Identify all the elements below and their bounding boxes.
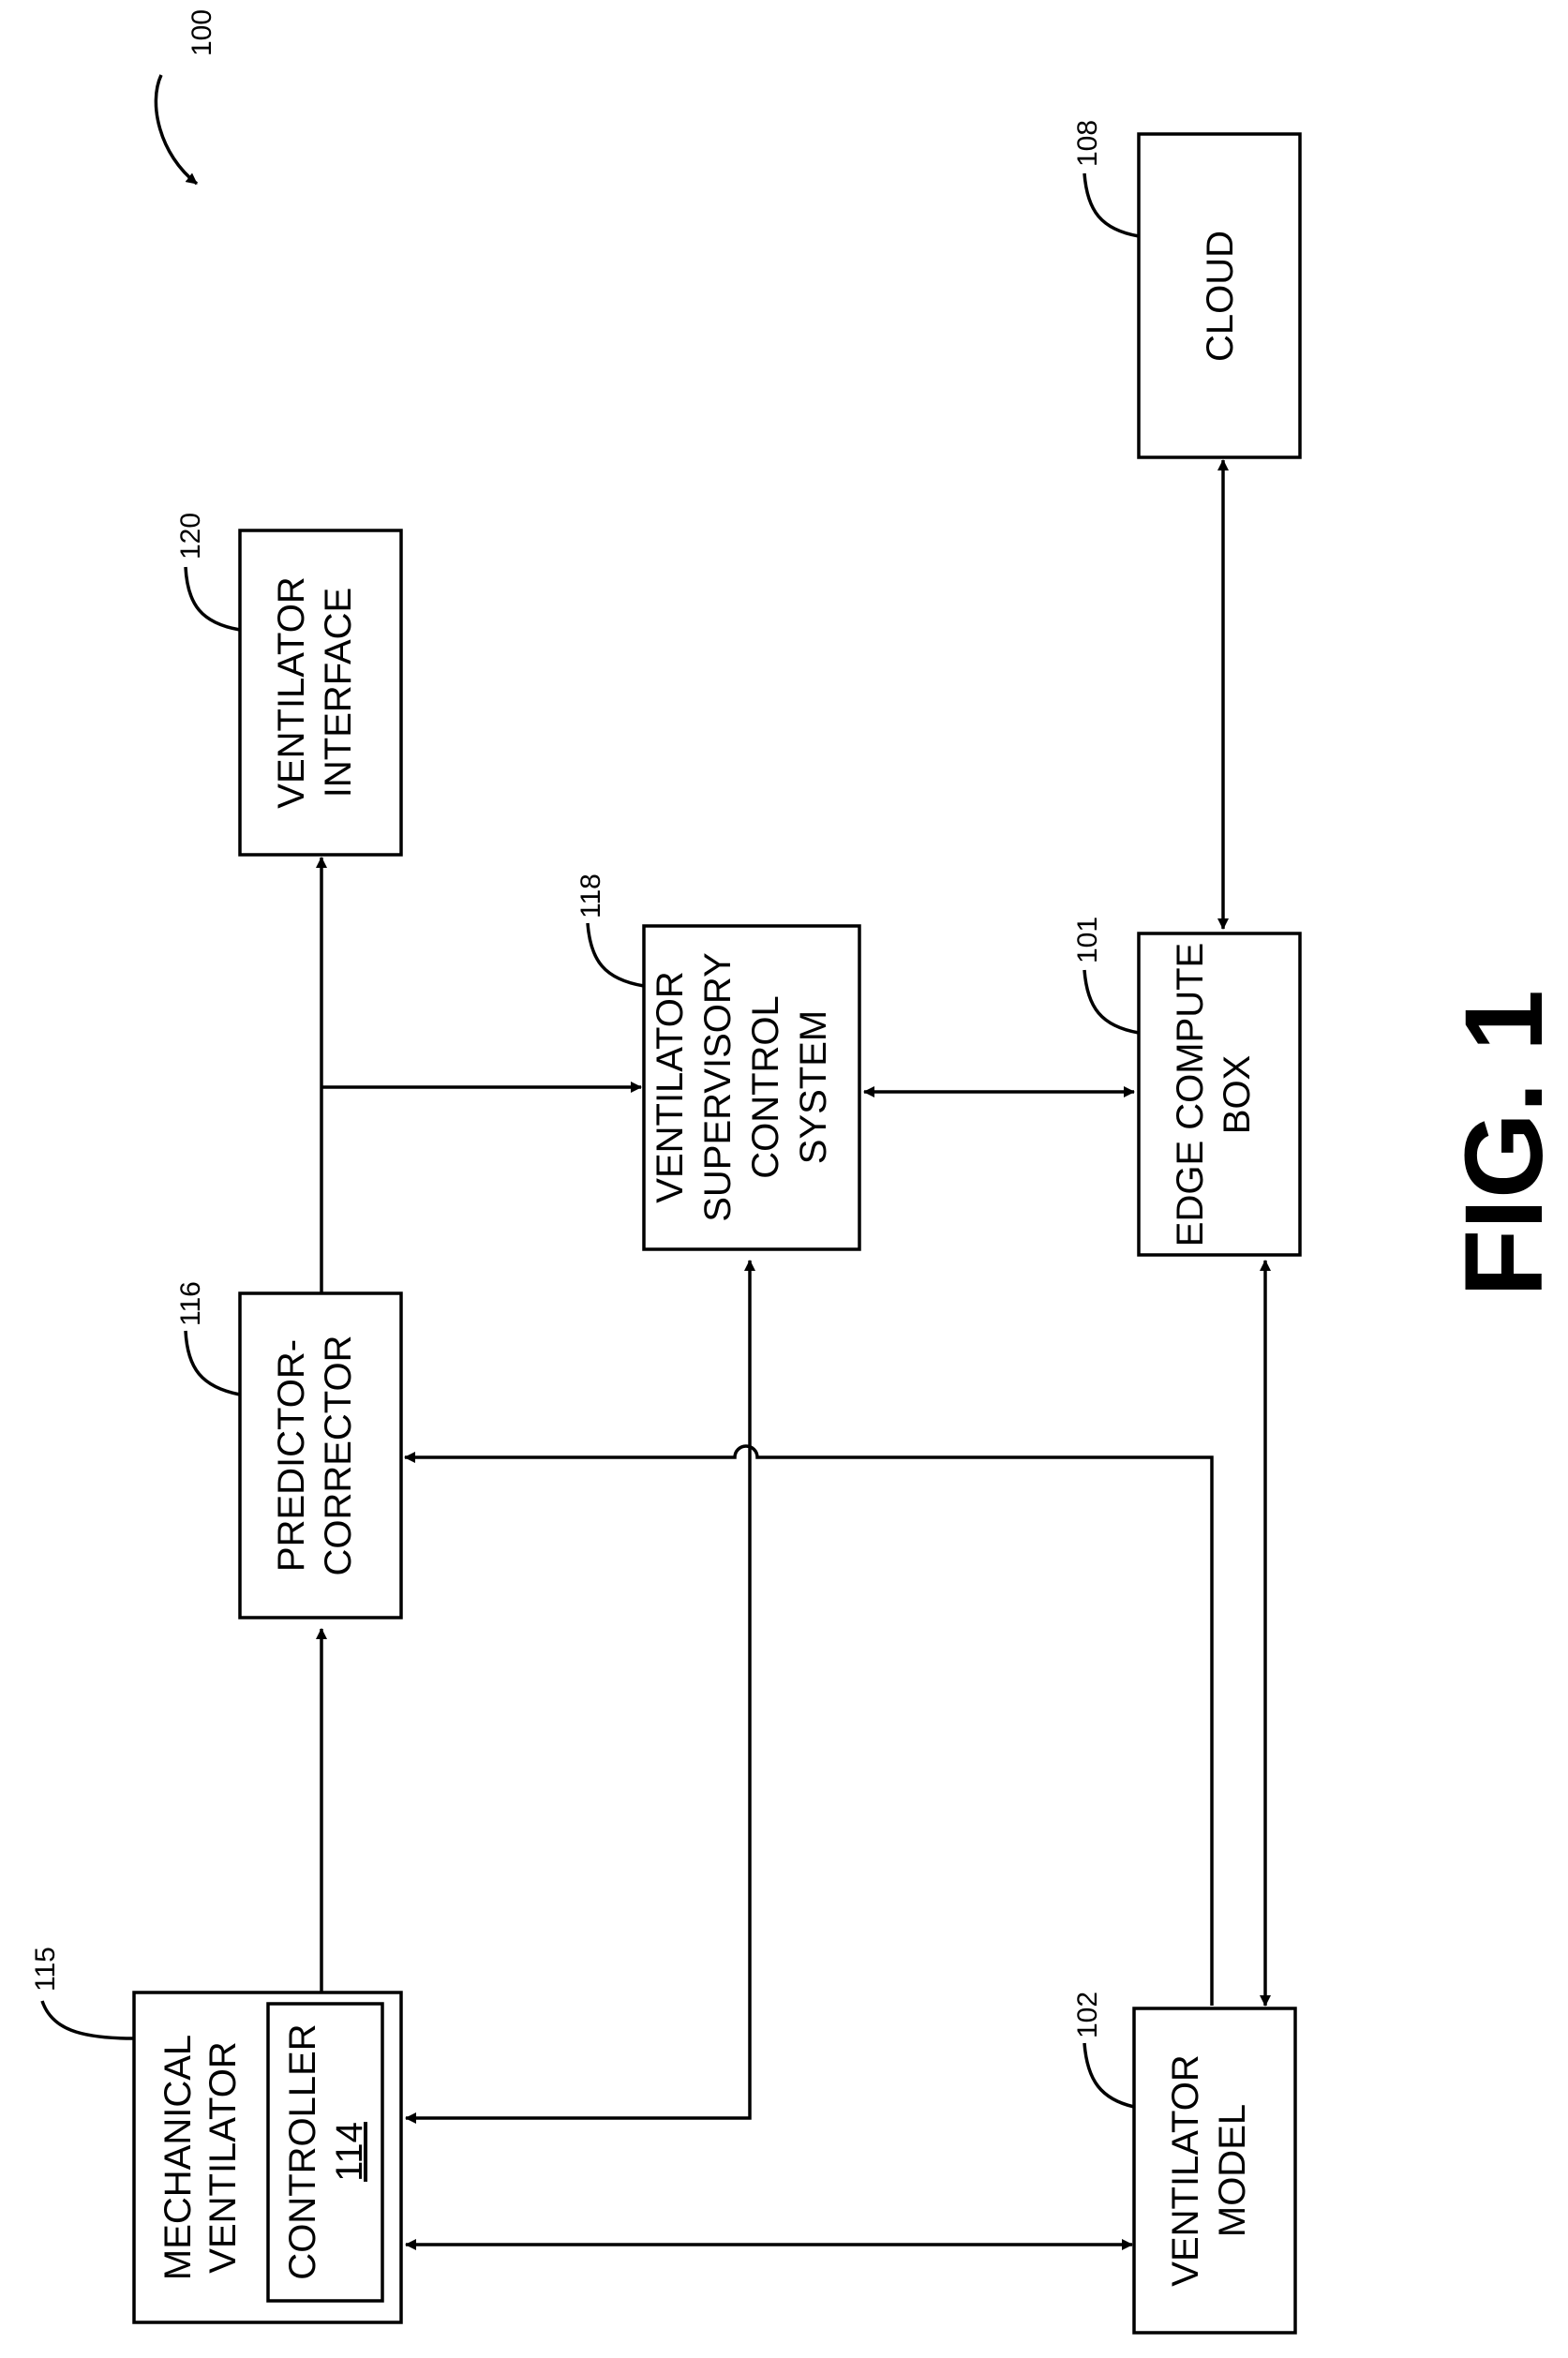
mechanical-ventilator-label-line1: MECHANICAL [157, 2035, 199, 2280]
block-ventilator-model: VENTILATOR MODEL 102 [1072, 1992, 1295, 2333]
block-ventilator-interface: VENTILATOR INTERFACE 120 [175, 513, 401, 855]
block-supervisory-control: VENTILATOR SUPERVISORY CONTROL SYSTEM 11… [575, 873, 859, 1249]
controller-number: 114 [329, 2122, 370, 2182]
supervisory-label-line1: VENTILATOR [650, 971, 691, 1202]
controller-label: CONTROLLER [282, 2023, 323, 2279]
predictor-corrector-label-line1: PREDICTOR- [271, 1339, 312, 1572]
cloud-label: CLOUD [1200, 231, 1241, 362]
ventilator-interface-label-line1: VENTILATOR [271, 576, 312, 808]
block-controller: CONTROLLER 114 [268, 2004, 382, 2301]
mechanical-ventilator-leader [42, 2001, 134, 2038]
figure-caption: FIG. 1 [1442, 990, 1566, 1297]
arrow-supervisory-to-mechanical [406, 1261, 750, 2118]
ventilator-interface-leader [186, 567, 240, 630]
ventilator-model-label-line1: VENTILATOR [1165, 2054, 1206, 2286]
figure-ref-arrow [156, 75, 197, 184]
arrow-model-to-predictor [405, 1446, 1212, 2006]
mechanical-ventilator-label-line2: VENTILATOR [202, 2041, 244, 2273]
supervisory-label-line3: CONTROL [745, 995, 786, 1179]
ventilator-model-ref: 102 [1072, 1992, 1103, 2038]
edge-compute-leader [1084, 970, 1139, 1033]
cloud-ref: 108 [1072, 120, 1103, 167]
block-mechanical-ventilator: MECHANICAL VENTILATOR CONTROLLER 114 115 [30, 1947, 401, 2322]
block-edge-compute-box: EDGE COMPUTE BOX 101 [1072, 917, 1300, 1255]
figure-ref-label: 100 [187, 9, 217, 56]
edge-compute-ref: 101 [1072, 917, 1103, 963]
edge-compute-label-line1: EDGE COMPUTE [1170, 943, 1211, 1246]
predictor-corrector-label-line2: CORRECTOR [318, 1335, 359, 1575]
predictor-corrector-ref: 116 [175, 1281, 206, 1326]
supervisory-label-line4: SYSTEM [793, 1010, 834, 1164]
supervisory-ref: 118 [575, 873, 606, 918]
block-cloud: CLOUD 108 [1072, 120, 1300, 457]
ventilator-model-leader [1084, 2043, 1134, 2107]
cloud-leader [1084, 173, 1139, 236]
supervisory-label-line2: SUPERVISORY [697, 952, 739, 1222]
block-predictor-corrector: PREDICTOR- CORRECTOR 116 [175, 1281, 401, 1618]
edge-compute-label-line2: BOX [1217, 1055, 1258, 1134]
ventilator-interface-ref: 120 [175, 513, 206, 560]
mechanical-ventilator-ref: 115 [30, 1947, 61, 1992]
predictor-corrector-leader [186, 1331, 240, 1395]
connectors [321, 460, 1265, 2245]
ventilator-model-label-line2: MODEL [1212, 2104, 1253, 2237]
ventilator-interface-label-line2: INTERFACE [318, 588, 359, 798]
supervisory-leader [588, 923, 644, 986]
